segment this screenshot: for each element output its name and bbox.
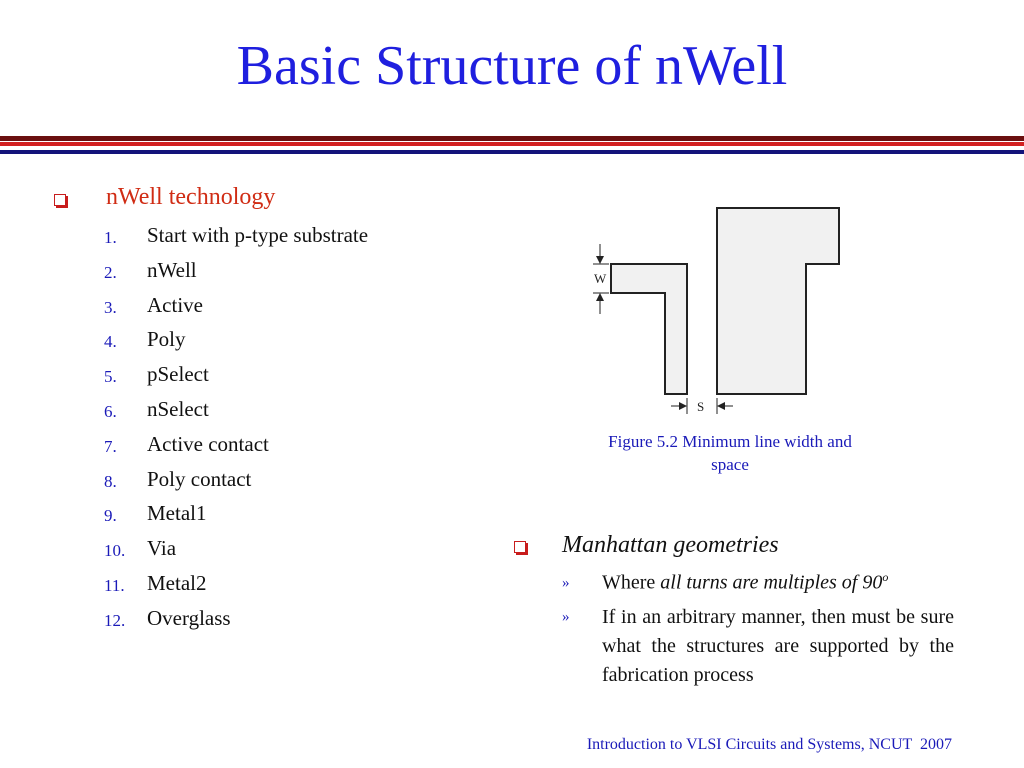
list-number: 10. [104, 541, 126, 561]
list-text: Metal2 [147, 570, 207, 595]
arbitrary-geometry-text: If in an arbitrary manner, then must be … [602, 606, 954, 686]
title-rule-dark-red [0, 136, 1024, 141]
sub-bullet-marker: » [562, 575, 570, 591]
list-number: 8. [104, 471, 117, 491]
list-text: Active contact [147, 431, 269, 456]
list-text: pSelect [147, 362, 209, 387]
figure-caption: Figure 5.2 Minimum line width and space [608, 432, 852, 474]
list-text: nWell [147, 257, 197, 282]
list-number: 12. [104, 610, 126, 630]
list-number: 3. [104, 297, 117, 317]
sub1-italic: all turns are multiples of 90 [660, 571, 883, 594]
list-number: 2. [104, 262, 117, 282]
space-label: S [697, 399, 704, 414]
large-polygon-wire [716, 207, 840, 395]
list-text: Via [147, 536, 177, 561]
list-text: Poly [147, 327, 186, 352]
list-text: Overglass [147, 605, 231, 630]
list-text: nSelect [147, 396, 209, 421]
list-number: 6. [104, 401, 117, 421]
list-number: 7. [104, 436, 117, 456]
square-bullet-icon [54, 194, 66, 206]
list-number: 5. [104, 367, 117, 387]
right-heading: Manhattan geometries [562, 532, 779, 558]
list-text: Active [147, 292, 203, 317]
list-number: 1. [104, 228, 117, 247]
title-rule-navy [0, 150, 1024, 154]
slide-footer: Introduction to VLSI Circuits and System… [586, 736, 952, 753]
degree-superscript: o [882, 570, 889, 584]
title-rule-red [0, 142, 1024, 146]
min-width-space-figure: W S [593, 207, 840, 414]
width-dimension-marker [593, 244, 609, 314]
list-number: 9. [104, 506, 117, 526]
list-text: Metal1 [147, 501, 207, 526]
list-number: 4. [104, 332, 117, 352]
slide-title: Basic Structure of nWell [236, 35, 788, 97]
left-heading: nWell technology [106, 184, 276, 210]
list-number: 11. [104, 575, 125, 595]
square-bullet-icon [514, 541, 526, 553]
sub1-prefix: Where [602, 571, 661, 594]
l-shape-wire [610, 263, 688, 395]
space-dimension-marker [671, 398, 733, 414]
width-label: W [594, 271, 607, 286]
list-text: Start with p-type substrate [147, 223, 369, 247]
list-text: Poly contact [147, 466, 252, 491]
manhattan-rule-text: Where all turns are multiples of 90o [602, 570, 888, 595]
sub-bullet-marker: » [562, 609, 570, 625]
